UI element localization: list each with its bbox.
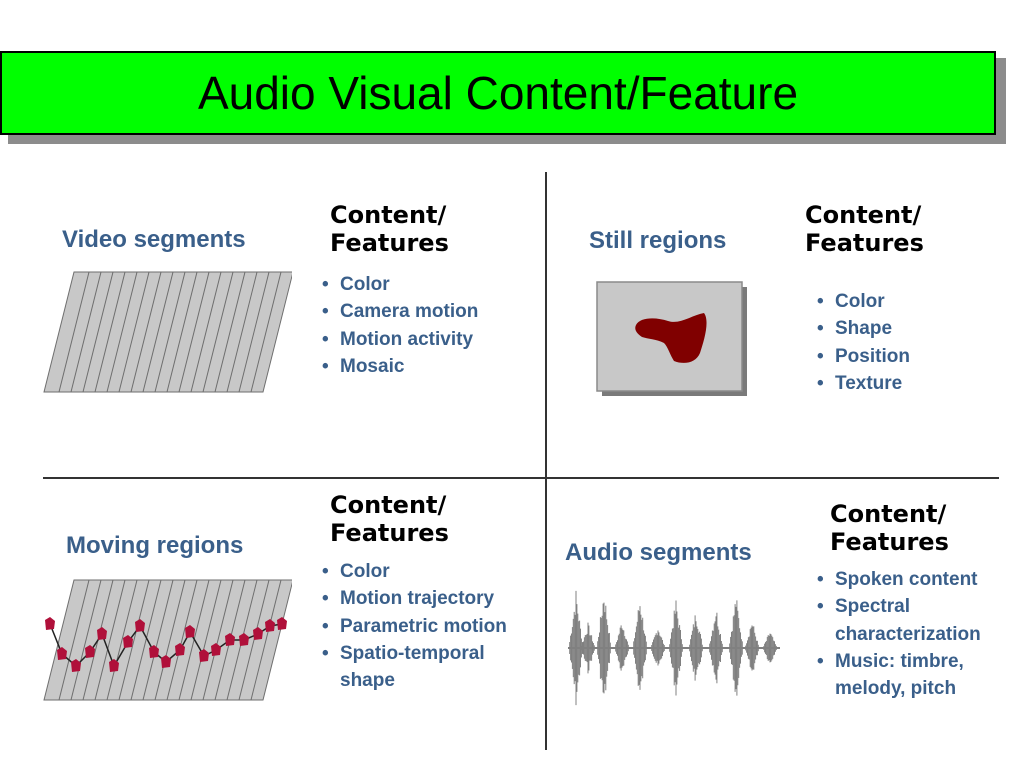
region-marker <box>85 645 95 658</box>
horizontal-divider <box>43 477 999 479</box>
region-marker <box>225 633 235 646</box>
video-features-heading: Content/ Features <box>330 201 449 257</box>
feature-item: Mosaic <box>318 353 478 381</box>
video-frame <box>43 271 90 393</box>
video-features-list: Color Camera motion Motion activity Mosa… <box>318 271 478 380</box>
region-marker <box>161 655 171 668</box>
feature-item: Parametric motion <box>318 613 507 641</box>
heading-line: Features <box>330 519 449 547</box>
heading-line: Content/ <box>330 491 447 519</box>
still-features-heading: Content/ Features <box>805 201 924 257</box>
feature-item: Position <box>813 343 910 371</box>
feature-item: Color <box>813 288 910 316</box>
heading-line: Features <box>805 229 924 257</box>
feature-item: Texture <box>813 370 910 398</box>
region-blob <box>635 313 707 363</box>
audio-features-list: Spoken content Spectral characterization… <box>813 566 981 702</box>
feature-item: Camera motion <box>318 298 478 326</box>
region-marker <box>265 619 275 632</box>
still-features-list: Color Shape Position Texture <box>813 288 910 397</box>
feature-item: Spoken content <box>813 566 981 594</box>
feature-item-continuation: shape <box>340 670 395 692</box>
region-marker <box>185 625 195 638</box>
region-marker <box>71 659 81 672</box>
title-banner: Audio Visual Content/Feature <box>0 51 996 135</box>
page-title: Audio Visual Content/Feature <box>197 67 799 119</box>
heading-line: Content/ <box>830 500 947 528</box>
moving-regions-label: Moving regions <box>66 532 244 559</box>
audio-features-heading: Content/ Features <box>830 500 949 556</box>
heading-line: Features <box>330 229 449 257</box>
region-marker <box>109 659 119 672</box>
video-frame <box>43 579 90 701</box>
region-marker <box>45 617 55 630</box>
audio-waveform-graphic <box>568 590 780 706</box>
region-marker <box>239 633 249 646</box>
region-marker <box>211 643 221 656</box>
feature-item-continuation: characterization <box>835 623 981 645</box>
feature-item: Color <box>318 558 507 586</box>
moving-features-list: Color Motion trajectory Parametric motio… <box>318 558 507 694</box>
vertical-divider <box>545 172 547 750</box>
audio-segments-label: Audio segments <box>565 539 752 566</box>
moving-frames-graphic <box>43 579 292 701</box>
region-marker <box>123 635 133 648</box>
heading-line: Content/ <box>330 201 447 229</box>
region-marker <box>253 627 263 640</box>
heading-line: Content/ <box>805 201 922 229</box>
feature-item: Spatio-temporal <box>318 640 507 668</box>
region-marker <box>97 627 107 640</box>
feature-item: Spectral <box>813 593 981 621</box>
video-frames-graphic <box>43 271 292 393</box>
region-marker <box>135 619 145 632</box>
region-marker <box>149 645 159 658</box>
region-marker <box>57 647 67 660</box>
moving-features-heading: Content/ Features <box>330 491 449 547</box>
heading-line: Features <box>830 528 949 556</box>
feature-item: Color <box>318 271 478 299</box>
feature-item-continuation: melody, pitch <box>835 678 957 700</box>
video-segments-label: Video segments <box>62 226 246 253</box>
feature-item: Shape <box>813 315 910 343</box>
region-marker <box>277 617 287 630</box>
region-marker <box>199 649 209 662</box>
still-regions-label: Still regions <box>589 227 727 254</box>
region-marker <box>175 643 185 656</box>
feature-item: Motion trajectory <box>318 585 507 613</box>
still-region-graphic <box>596 281 747 396</box>
feature-item: Motion activity <box>318 326 478 354</box>
feature-item: Music: timbre, <box>813 648 981 676</box>
